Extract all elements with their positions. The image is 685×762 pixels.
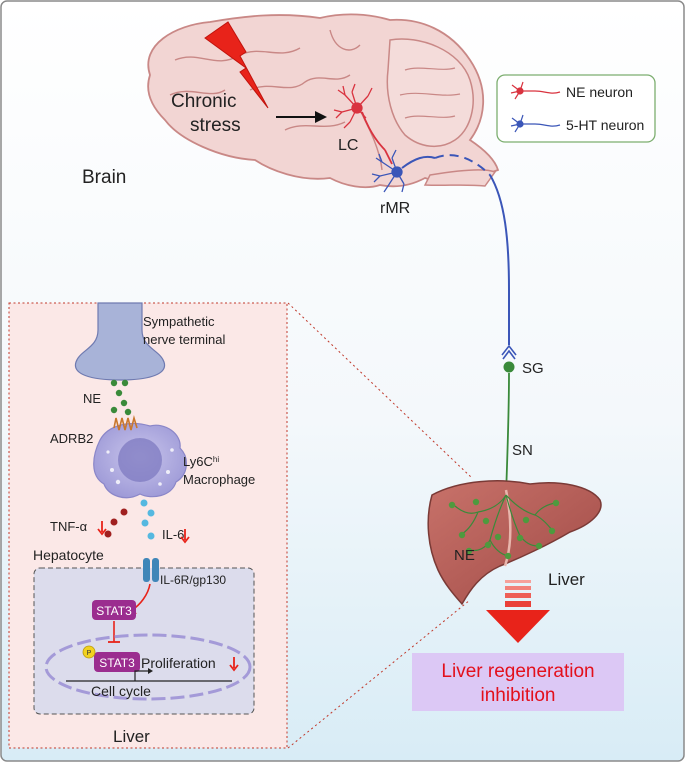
inhibition-arrow (486, 580, 550, 643)
lightning-icon (204, 21, 269, 109)
macrophage-line1: Ly6Chi (183, 454, 219, 469)
brain-label: Brain (82, 167, 126, 188)
inset-ne-label: NE (83, 391, 101, 406)
stat3-label: STAT3 (96, 604, 132, 618)
il6-label: IL-6 (162, 527, 184, 542)
legend-ne-label: NE neuron (566, 84, 633, 100)
liver-label: Liver (548, 570, 585, 589)
liver-ne-label: NE (454, 547, 475, 564)
zoom-line-top (287, 302, 473, 479)
tnf-molecules (104, 508, 128, 538)
il6r-gp130-receptor (143, 558, 159, 582)
sympathetic-nerve (505, 372, 510, 496)
lc-ne-neuron (333, 83, 386, 151)
adrb2-label: ADRB2 (50, 431, 93, 446)
5ht-axon-dashed (434, 154, 491, 176)
macrophage-nucleus (118, 438, 162, 482)
sg-label: SG (522, 360, 544, 377)
macrophage-vesicles (106, 448, 174, 486)
outcome-box (412, 653, 624, 711)
rmr-5ht-neuron (371, 149, 405, 193)
sg-ganglion (503, 361, 515, 373)
receptor-label: IL-6R/gp130 (160, 573, 226, 587)
legend: NE neuron 5-HT neuron (496, 74, 656, 143)
pstat3 (94, 652, 140, 672)
transcription-start-arrow (134, 670, 148, 681)
tnf-label: TNF-α (50, 519, 88, 534)
proliferation-down-arrow (229, 657, 239, 672)
chronic-stress-line2: stress (190, 115, 241, 136)
il6-molecules (140, 499, 155, 540)
nerve-line1: Sympathetic (143, 314, 215, 329)
legend-ne-neuron-icon (510, 81, 561, 100)
legend-5ht-label: 5-HT neuron (566, 117, 644, 133)
macrophage-line2: Macrophage (183, 472, 255, 487)
chronic-stress-line1: Chronic (171, 91, 236, 112)
pstat3-label: STAT3 (99, 656, 135, 670)
rmr-label: rMR (380, 200, 410, 217)
nerve-terminal (74, 302, 166, 381)
outcome-line1: Liver regeneration (441, 661, 594, 682)
proliferation-label: Proliferation (141, 655, 216, 671)
stat3-cytoplasm (92, 600, 136, 620)
nerve-line2: nerve terminal (143, 332, 225, 347)
il6-down-arrow (180, 529, 190, 544)
tnf-down-arrow (97, 521, 107, 536)
5ht-axon-solid (401, 155, 436, 169)
stress-arrow-head (315, 111, 327, 123)
inset-liver-label: Liver (113, 727, 150, 746)
5ht-spinal-pathway (489, 174, 510, 345)
zoom-line-bottom (287, 599, 471, 749)
outcome-line2: inhibition (481, 685, 556, 706)
ne-vesicles (110, 379, 132, 416)
transcription-arrowhead (148, 668, 153, 674)
lc-label: LC (338, 137, 358, 154)
sg-synapse (501, 344, 517, 360)
phospho-badge (82, 645, 96, 659)
sn-label: SN (512, 442, 533, 459)
cell-cycle-label: Cell cycle (91, 683, 151, 699)
liver-ne-dots (448, 498, 560, 560)
liver-nerve-branches (454, 494, 557, 557)
legend-5ht-neuron-icon (510, 114, 561, 133)
adrb2-receptor (113, 414, 138, 431)
nucleus (44, 633, 252, 701)
phospho-label: P (87, 650, 92, 657)
hepatocyte-label: Hepatocyte (33, 547, 104, 563)
lc-projection (384, 149, 393, 165)
